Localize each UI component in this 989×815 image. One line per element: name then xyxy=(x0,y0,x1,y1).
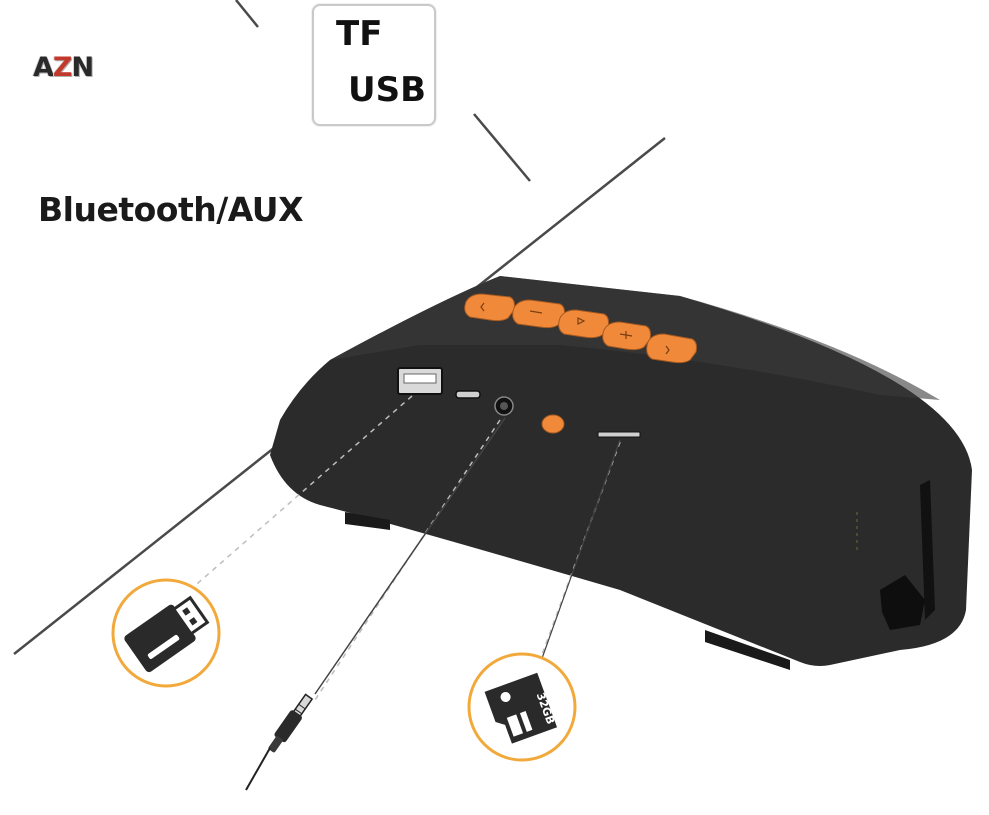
tf-card-icon: 32GB xyxy=(469,654,575,760)
pointer-line-upper xyxy=(236,0,258,27)
usb-drive-icon xyxy=(113,580,219,686)
button-vol-down[interactable] xyxy=(513,300,565,328)
mode-button[interactable] xyxy=(542,415,564,433)
tf-card-slot xyxy=(598,432,640,437)
button-play[interactable] xyxy=(559,310,609,338)
pointer-line-lower xyxy=(474,114,530,181)
micro-usb-port xyxy=(456,391,480,398)
aux-cable-icon xyxy=(246,693,315,790)
button-next[interactable] xyxy=(647,334,697,363)
button-prev[interactable] xyxy=(465,294,515,321)
